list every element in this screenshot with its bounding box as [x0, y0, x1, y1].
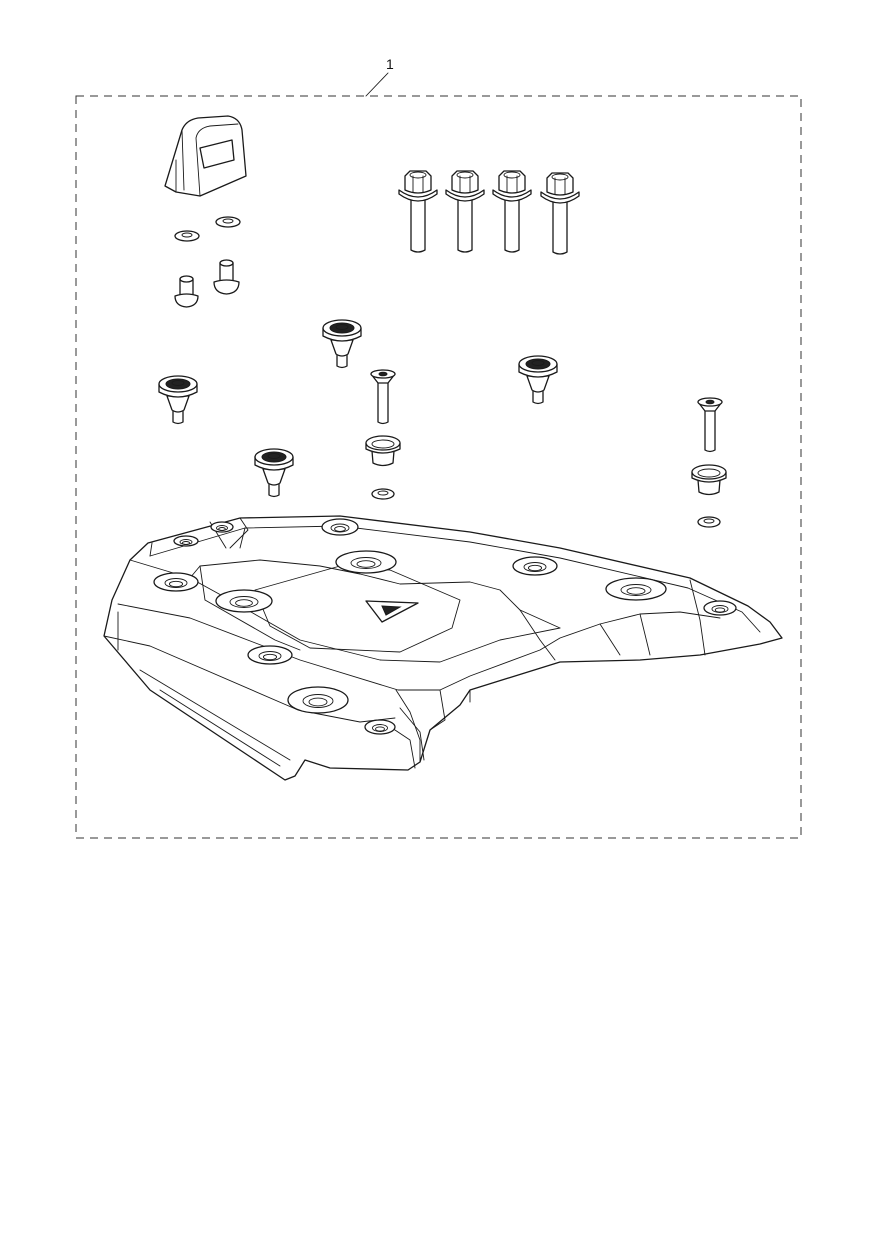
countersunk-screw: [697, 397, 723, 453]
mounting-hole: [153, 572, 199, 592]
mounting-hole: [321, 518, 359, 536]
grip-block-part[interactable]: [164, 115, 247, 197]
rubber-mount: [518, 355, 558, 405]
callout-1[interactable]: 1: [365, 56, 394, 97]
rubber-mount: [254, 448, 294, 498]
flange-bolt-part[interactable]: [398, 170, 580, 255]
mounting-hole: [512, 556, 558, 576]
callout-1-label: 1: [386, 56, 394, 72]
bushing: [365, 435, 401, 467]
small-screw-part[interactable]: [174, 259, 240, 308]
bushing-part[interactable]: [365, 435, 727, 496]
flange-bolt: [540, 172, 580, 255]
rack-plate-part[interactable]: [103, 515, 783, 781]
mounting-hole: [703, 600, 737, 616]
washer-part[interactable]: [174, 216, 241, 242]
mounting-hole: [215, 589, 273, 613]
countersunk-screw-part[interactable]: [370, 369, 723, 453]
mounting-hole: [605, 577, 667, 601]
mounting-hole: [247, 645, 293, 665]
callout-1-leader: [365, 72, 389, 97]
mounting-hole: [335, 550, 397, 574]
bushing: [691, 464, 727, 496]
rubber-mount: [158, 375, 198, 425]
flange-bolt: [445, 170, 485, 253]
mounting-hole: [210, 521, 234, 533]
mounting-hole: [287, 686, 349, 714]
mounting-hole: [364, 719, 396, 735]
kit-boundary: [75, 95, 802, 839]
flange-bolt: [492, 170, 532, 253]
small-washer-part[interactable]: [371, 488, 721, 528]
rubber-mount-part[interactable]: [158, 319, 558, 498]
rubber-mount: [322, 319, 362, 369]
flange-bolt: [398, 170, 438, 253]
countersunk-screw: [370, 369, 396, 425]
mounting-hole: [173, 535, 199, 547]
